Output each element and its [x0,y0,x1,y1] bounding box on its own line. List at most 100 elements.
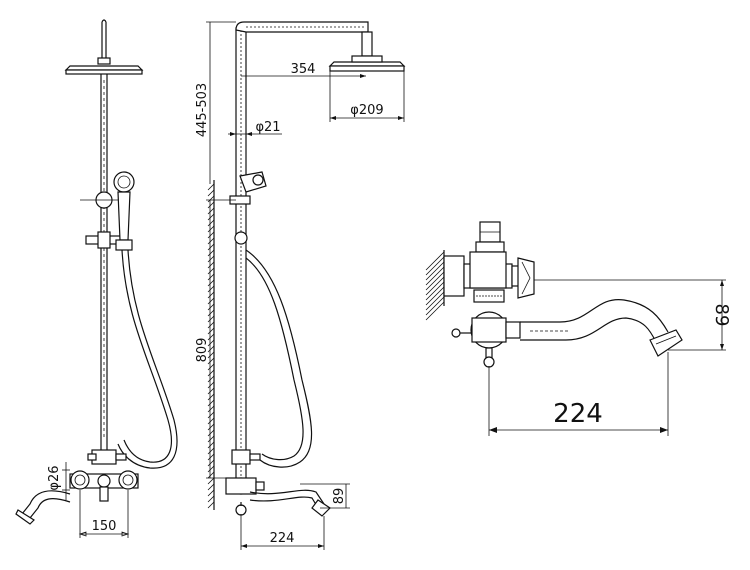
side-spout-length-label: 224 [270,531,295,546]
side-dim-column: 809 [195,199,236,479]
hatch-line [207,207,215,215]
front-hand-shower [113,171,135,251]
side-hose [245,249,313,468]
hatch-line [207,471,215,479]
detail-lower-body [451,289,521,368]
side-column-pipe [235,21,369,489]
hatch-line [207,453,215,461]
front-width-label: 150 [92,519,117,534]
hatch-line [425,251,445,271]
hatch-line [207,195,215,203]
hatch-line [207,279,215,287]
hatch-line [207,483,215,491]
detail-spout-length-label: 224 [553,399,603,429]
front-shower-head [64,57,144,75]
side-hand-bracket [229,171,267,245]
hatch-line [207,237,215,245]
hatch-line [207,297,215,305]
side-dim-spout-height: 89 [300,483,350,509]
hatch-line [425,296,445,316]
side-diverter [225,449,265,495]
hatch-line [207,267,215,275]
hatch-line [207,303,215,311]
hatch-line [207,429,215,437]
detail-body [443,251,535,299]
hatch-line [207,315,215,323]
front-spout [15,490,71,525]
side-spout-height-label: 89 [332,488,347,505]
hatch-line [425,281,445,301]
detail-dim-spout-length: 224 [488,352,669,436]
side-column-label: 809 [195,338,210,363]
hatch-line [207,231,215,239]
hatch-line [207,285,215,293]
hatch-line [207,489,215,497]
front-hose [121,249,172,463]
side-dim-head: φ209 [329,71,405,122]
hatch-line [207,345,215,353]
side-wall [207,180,215,510]
hatch-line [425,276,445,296]
hatch-line [207,465,215,473]
front-diameter-label: φ26 [47,465,62,490]
hatch-line [425,261,445,281]
front-dim-diameter: φ26 [47,462,70,500]
hatch-line [207,249,215,257]
hatch-line [207,423,215,431]
side-pipe-label: φ21 [255,120,280,135]
hatch-line [207,261,215,269]
hatch-line [207,189,215,197]
hatch-line [207,477,215,485]
hatch-line [207,393,215,401]
hatch-line [207,273,215,281]
detail-top-connector [475,221,505,253]
hatch-line [207,321,215,329]
front-top-pipe [101,19,107,58]
hatch-line [207,405,215,413]
side-dim-spout-length: 224 [240,514,325,550]
hatch-line [207,411,215,419]
hatch-line [425,286,445,306]
side-dim-top-height: 445-503 [195,21,236,184]
hatch-line [425,256,445,276]
hatch-line [207,435,215,443]
hatch-line [207,357,215,365]
side-top-height-label: 445-503 [195,83,210,137]
hatch-line [207,441,215,449]
detail-dim-spout-height: 89 [534,279,732,351]
hatch-line [207,387,215,395]
front-riser-pipe [100,74,108,450]
front-dim-width: 150 [78,490,130,538]
hatch-line [425,291,445,311]
side-shower-head [328,31,406,72]
hatch-line [207,219,215,227]
hatch-line [425,301,445,321]
hatch-line [207,243,215,251]
detail-spout [520,299,683,357]
detail-wall [425,250,445,321]
side-arm-label: 354 [291,62,316,77]
front-view: φ26 150 [15,19,178,538]
front-diverter [87,449,127,465]
detail-view: 89 224 [425,221,732,436]
hatch-line [207,369,215,377]
side-head-label: φ209 [350,103,383,118]
hatch-line [207,333,215,341]
hatch-line [207,363,215,371]
hatch-line [207,255,215,263]
hatch-line [425,271,445,291]
hatch-line [207,309,215,317]
hatch-line [207,291,215,299]
hatch-line [207,375,215,383]
hatch-line [207,459,215,467]
hatch-line [207,327,215,335]
hatch-line [207,213,215,221]
hatch-line [207,339,215,347]
side-dim-pipe: φ21 [228,120,282,136]
hatch-line [207,495,215,503]
hatch-line [207,501,215,509]
hatch-line [425,266,445,286]
hatch-line [207,447,215,455]
